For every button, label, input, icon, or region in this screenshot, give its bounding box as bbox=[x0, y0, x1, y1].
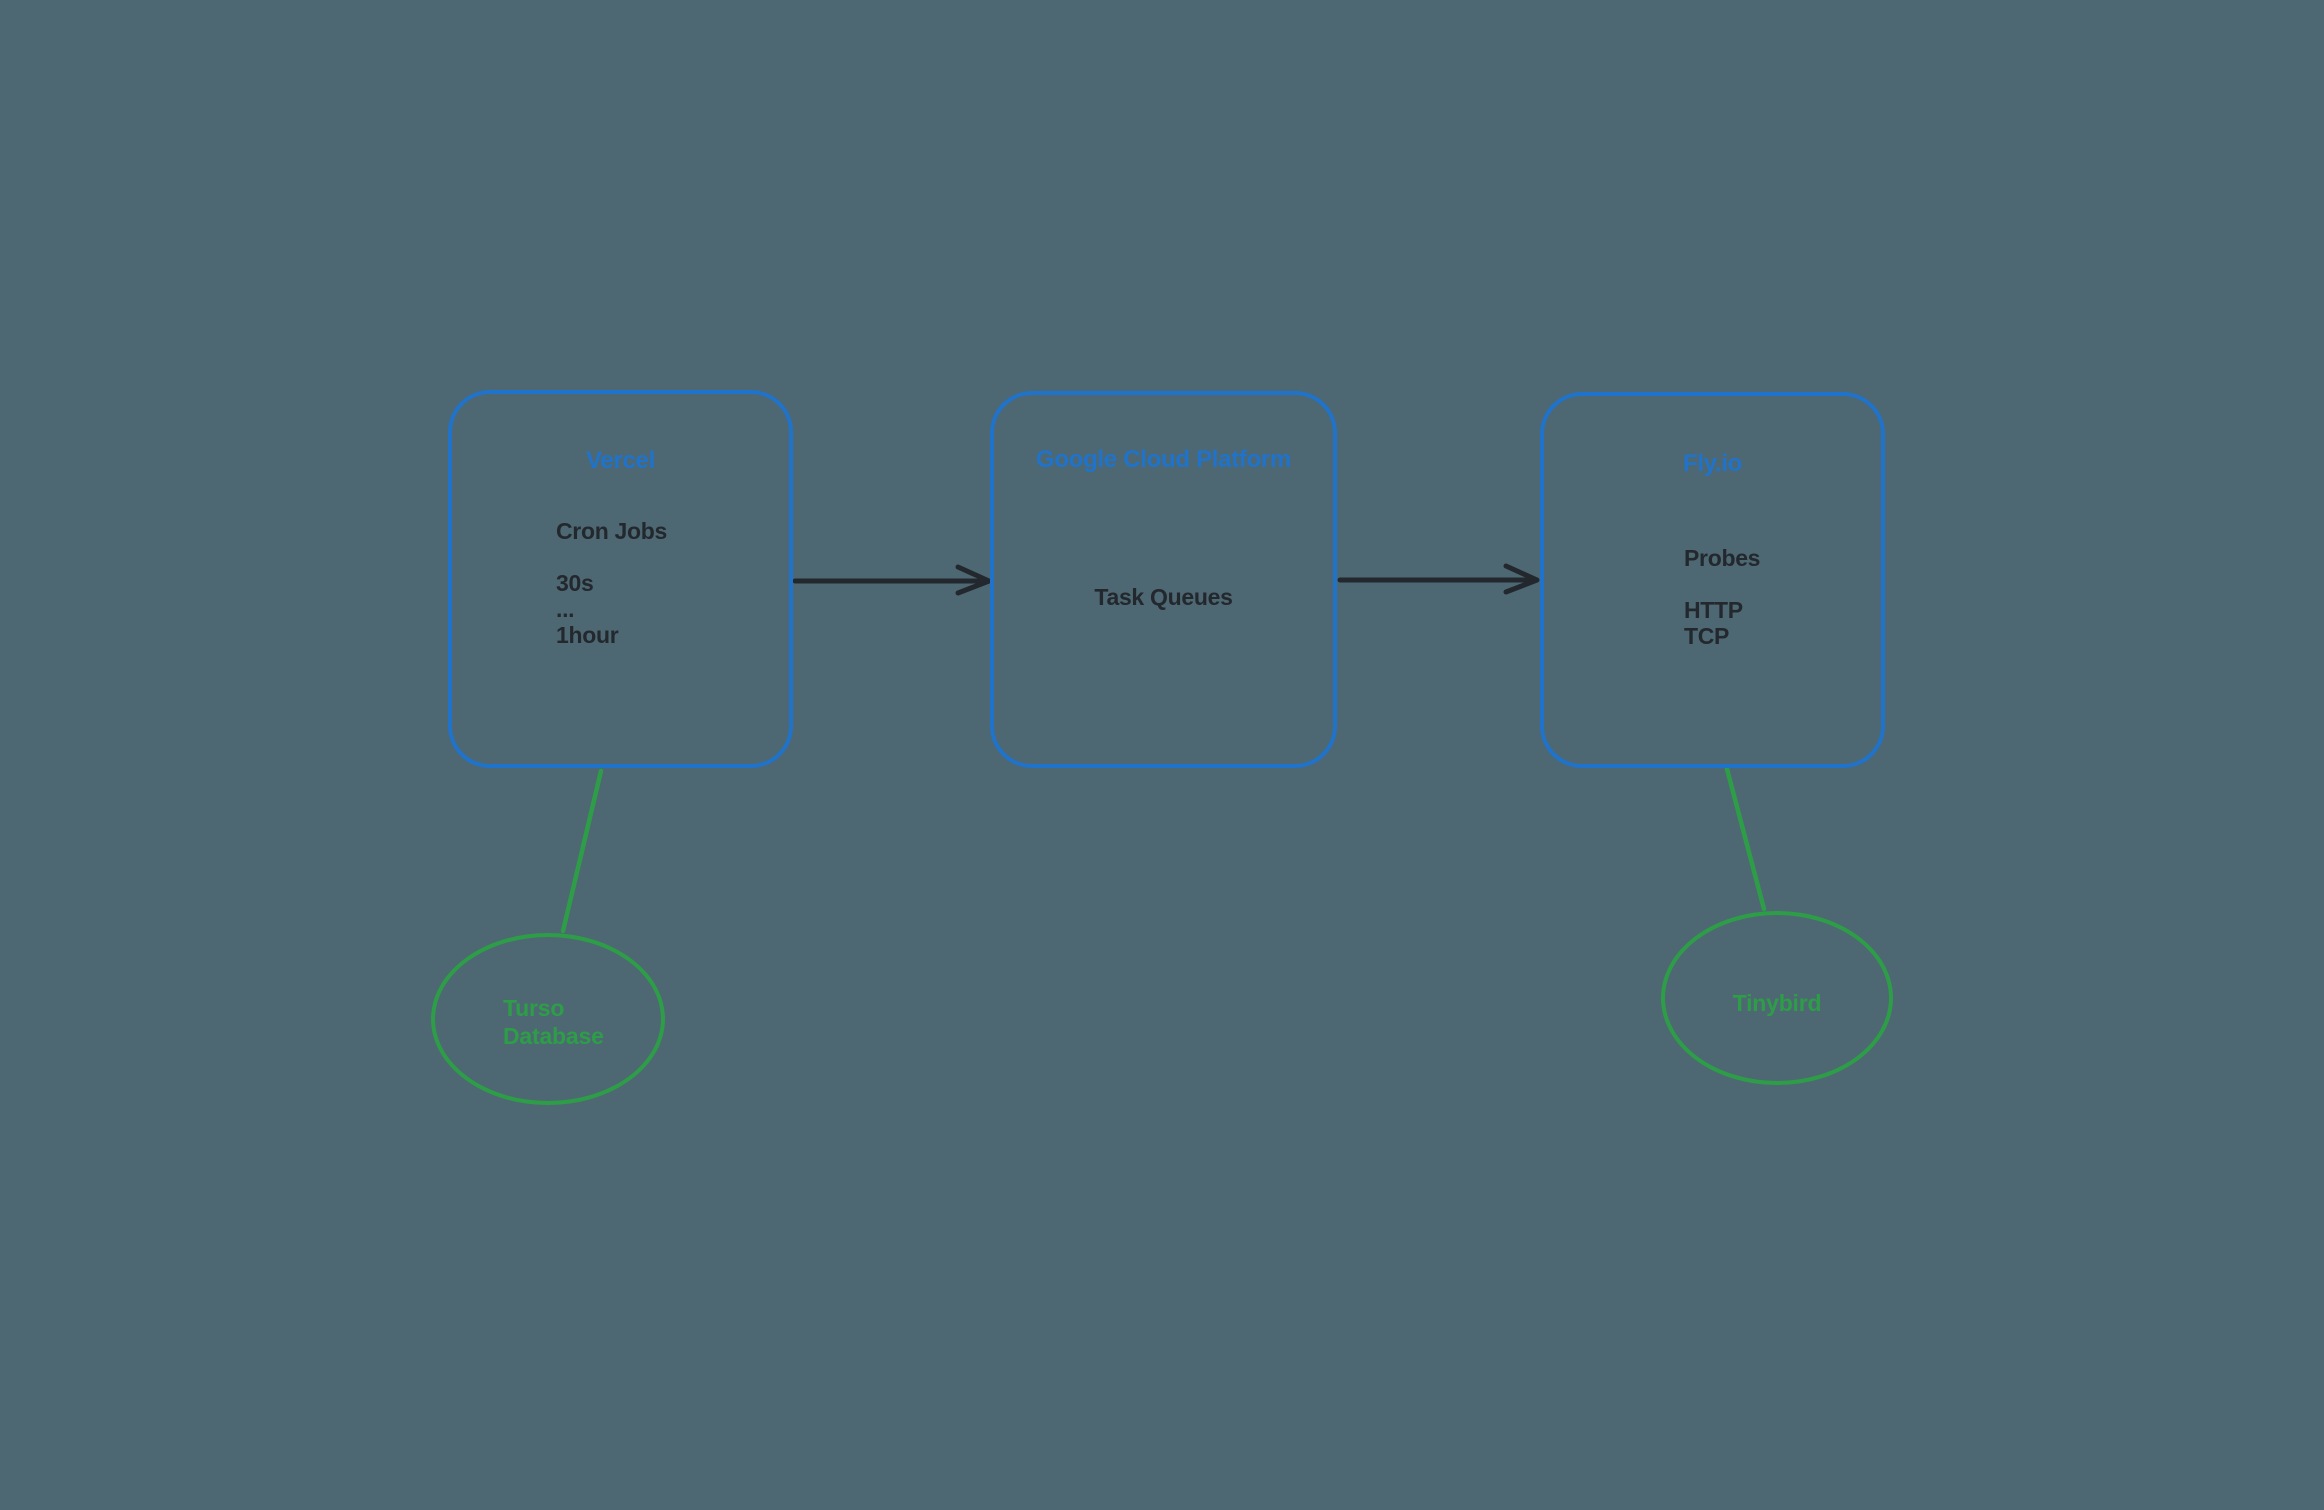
node-gcp-body: Task Queues bbox=[994, 584, 1333, 610]
node-flyio[interactable]: Fly.io Probes HTTP TCP bbox=[1540, 392, 1885, 768]
node-flyio-title: Fly.io bbox=[1682, 450, 1743, 477]
database-turso-line: Turso bbox=[503, 995, 565, 1021]
database-tinybird-label: Tinybird bbox=[1665, 989, 1889, 1017]
node-vercel-line: ... bbox=[556, 596, 575, 622]
node-vercel-line bbox=[556, 544, 667, 570]
line-flyio-to-tinybird[interactable] bbox=[1724, 766, 1767, 912]
node-flyio-line: HTTP bbox=[1684, 597, 1743, 623]
node-vercel-body: Cron Jobs 30s ... 1hour bbox=[556, 518, 667, 648]
line-vercel-to-turso[interactable] bbox=[560, 768, 604, 934]
node-vercel-line: 1hour bbox=[556, 622, 619, 648]
node-gcp-title: Google Cloud Platform bbox=[1035, 446, 1292, 473]
node-flyio-body: Probes HTTP TCP bbox=[1684, 545, 1760, 649]
arrow-gcp-to-flyio[interactable] bbox=[1337, 563, 1540, 595]
arrow-vercel-to-gcp[interactable] bbox=[792, 564, 992, 596]
node-flyio-line: TCP bbox=[1684, 623, 1730, 649]
database-tinybird[interactable]: Tinybird bbox=[1661, 911, 1893, 1085]
database-turso-line: Database bbox=[503, 1023, 604, 1049]
node-vercel-title: Vercel bbox=[586, 447, 655, 474]
database-turso-label: Turso Database bbox=[503, 994, 604, 1050]
node-gcp-line: Task Queues bbox=[1094, 584, 1233, 610]
database-turso[interactable]: Turso Database bbox=[431, 933, 665, 1105]
node-flyio-line bbox=[1684, 571, 1760, 597]
node-flyio-line: Probes bbox=[1684, 545, 1761, 571]
node-gcp[interactable]: Google Cloud Platform Task Queues bbox=[990, 391, 1337, 768]
database-tinybird-line: Tinybird bbox=[1732, 990, 1822, 1016]
node-vercel-line: Cron Jobs bbox=[556, 518, 668, 544]
node-vercel-line: 30s bbox=[556, 570, 594, 596]
node-vercel[interactable]: Vercel Cron Jobs 30s ... 1hour bbox=[448, 390, 793, 768]
